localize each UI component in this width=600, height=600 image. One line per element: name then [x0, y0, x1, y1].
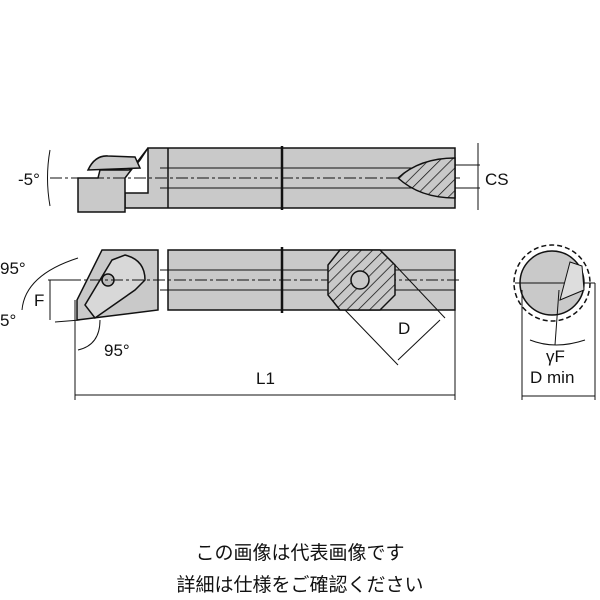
dim-cs-label: CS: [485, 170, 509, 189]
caption-line-2: 詳細は仕様をご確認ください: [176, 574, 424, 596]
dim-f-label: F: [34, 291, 44, 310]
end-view: [513, 244, 596, 400]
angle-side-top-label: 95°: [0, 259, 26, 278]
angle-side-left-label: 5°: [0, 311, 16, 330]
side-view: [21, 247, 460, 400]
dim-d-min-label: D min: [530, 368, 574, 387]
dim-d-label: D: [398, 319, 410, 338]
top-view: [47, 143, 480, 213]
angle-side-bottom-label: 95°: [104, 341, 130, 360]
angle-top-label: -5°: [18, 170, 40, 189]
dim-l1-label: L1: [256, 369, 275, 388]
dim-gamma-f-label: γF: [546, 347, 565, 366]
caption-line-1: この画像は代表画像です: [195, 542, 405, 564]
